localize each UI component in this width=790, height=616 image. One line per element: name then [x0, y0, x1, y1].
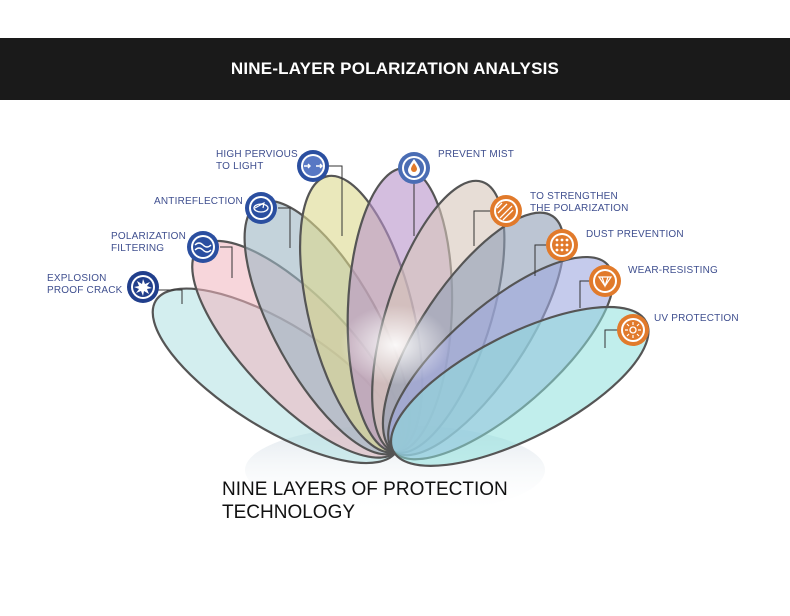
arrows-icon — [297, 150, 329, 182]
reflect-icon — [245, 192, 277, 224]
page-title: NINE-LAYER POLARIZATION ANALYSIS — [230, 59, 560, 78]
diamond-icon — [589, 265, 621, 297]
wave-icon — [187, 231, 219, 263]
burst-icon — [127, 271, 159, 303]
label-high-pervious: HIGH PERVIOUS TO LIGHT — [216, 149, 298, 172]
stripes-icon — [490, 195, 522, 227]
label-strengthen-polarization: TO STRENGTHEN THE POLARIZATION — [530, 191, 629, 214]
label-polarization-filtering: POLARIZATION FILTERING — [111, 231, 187, 254]
label-antireflection: ANTIREFLECTION — [154, 196, 243, 207]
label-prevent-mist: PREVENT MIST — [438, 149, 515, 160]
droplet-icon — [398, 152, 430, 184]
label-wear-resisting: WEAR-RESISTING — [628, 265, 719, 276]
label-explosion-proof: EXPLOSION PROOF CRACK — [47, 273, 123, 296]
header-banner: NINE-LAYER POLARIZATION ANALYSIS — [0, 38, 790, 100]
dots-icon — [546, 229, 578, 261]
label-uv-protection: UV PROTECTION — [654, 313, 739, 324]
label-dust-prevention: DUST PREVENTION — [586, 229, 684, 240]
fan-highlight — [340, 305, 450, 385]
footer-title: NINE LAYERS OF PROTECTION TECHNOLOGY — [222, 479, 508, 523]
leader-lines — [158, 165, 618, 348]
sun-icon — [617, 314, 649, 346]
